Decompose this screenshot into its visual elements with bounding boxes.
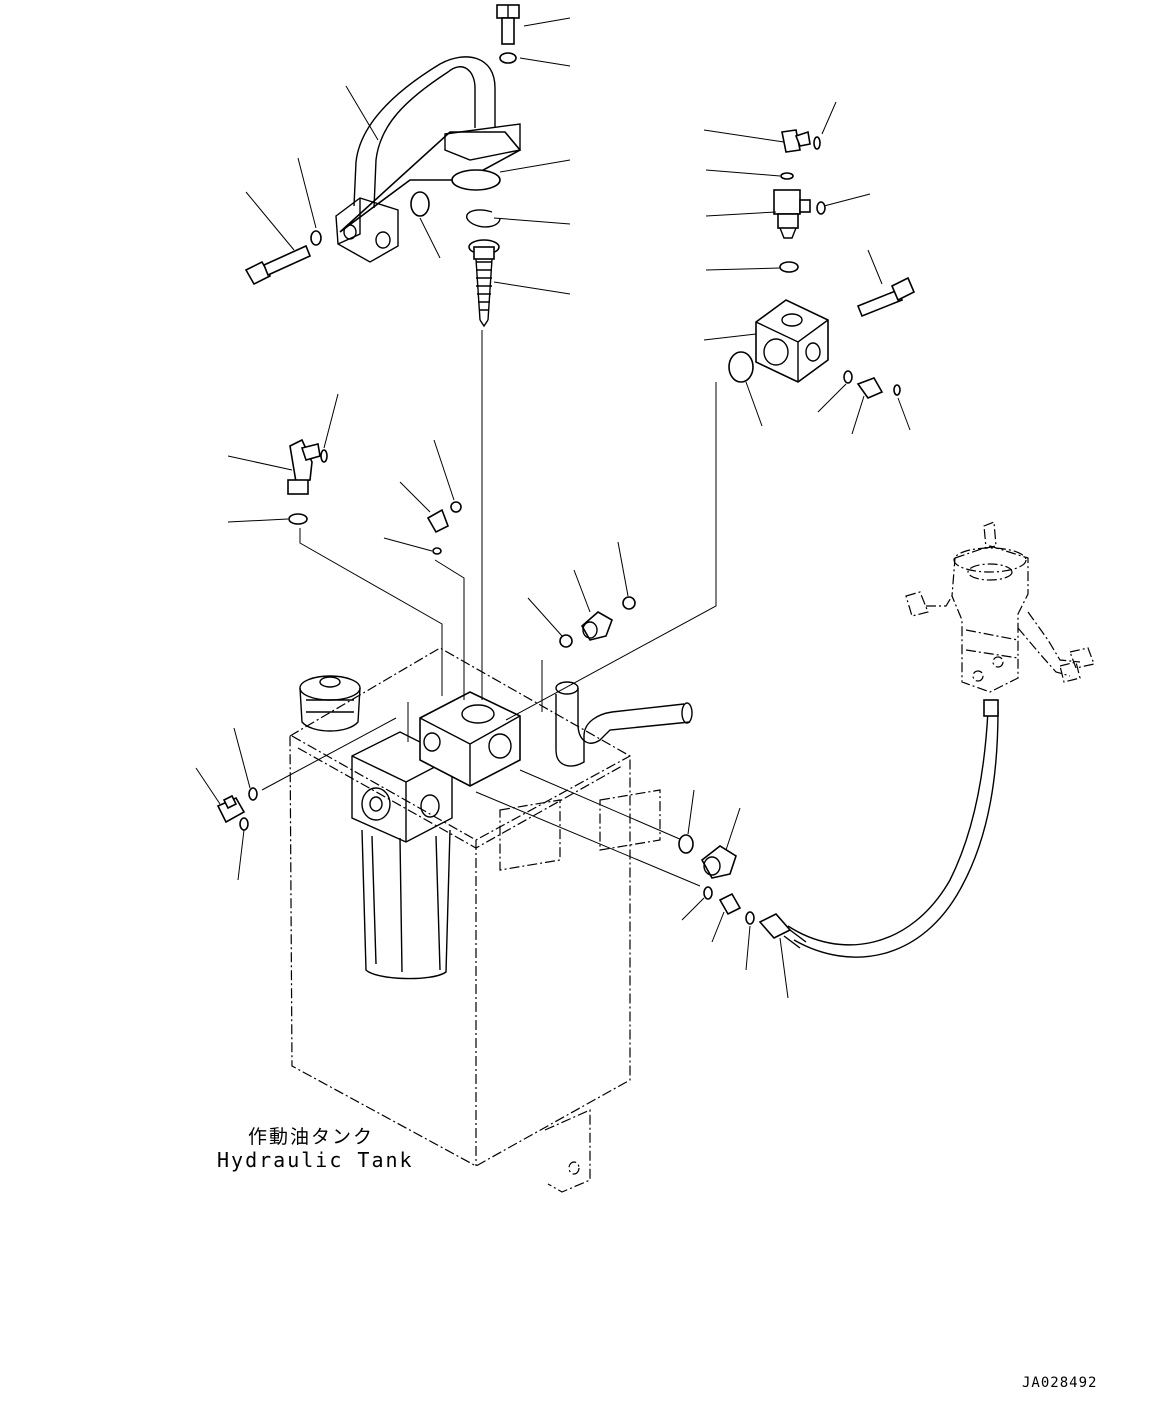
manifold-block	[419, 691, 521, 787]
small-o-ring-7	[320, 449, 328, 463]
callout-leader-lines	[195, 17, 911, 999]
small-o-ring-13	[248, 787, 258, 801]
small-o-ring-10	[432, 547, 442, 555]
top-bolt	[496, 4, 520, 45]
flange-o-ring	[451, 169, 501, 191]
return-filter	[361, 829, 451, 980]
strainer	[468, 239, 500, 328]
side-o-ring	[410, 191, 430, 217]
small-o-ring-5	[843, 370, 853, 384]
filler-cap	[299, 675, 361, 732]
small-o-ring-16	[703, 886, 713, 900]
adapter-fitting	[718, 892, 742, 916]
pressure-switch	[773, 189, 811, 239]
assembly-reference-lines	[261, 330, 717, 887]
connector-fitting	[700, 845, 737, 879]
plug-fitting	[580, 611, 613, 641]
component-label-english: Hydraulic Tank	[217, 1148, 414, 1172]
tee-fitting	[216, 794, 246, 824]
elbow-fitting-right	[856, 377, 884, 399]
small-o-ring-1	[813, 136, 821, 150]
elbow-fitting-mid	[426, 508, 450, 534]
pilot-valve	[905, 521, 1095, 693]
hydraulic-hose	[758, 699, 999, 958]
small-o-ring-14	[239, 817, 249, 831]
small-o-ring-12	[559, 634, 573, 648]
block-o-ring	[728, 351, 754, 383]
small-o-ring-6	[893, 384, 901, 396]
drawing-id: JA028492	[1022, 1375, 1098, 1391]
o-ring-15	[678, 834, 694, 854]
o-ring-8	[288, 513, 308, 525]
top-washer	[499, 52, 517, 64]
valve-block	[755, 299, 829, 383]
o-ring-4	[779, 261, 799, 273]
small-o-ring-17	[745, 911, 755, 925]
elbow-fitting-top	[781, 129, 811, 153]
small-o-ring-9	[450, 501, 462, 513]
small-o-ring-3	[816, 201, 826, 215]
long-elbow-fitting	[287, 438, 321, 495]
side-bolt	[244, 244, 312, 286]
small-o-ring-11	[622, 596, 636, 610]
snap-ring	[465, 209, 501, 228]
block-bolt	[856, 276, 916, 318]
elbow-pipe	[335, 56, 522, 263]
side-washer	[310, 230, 322, 246]
tank-breather-pipe	[555, 681, 693, 767]
component-label-japanese: 作動油タンク	[248, 1126, 375, 1148]
small-o-ring-2	[780, 172, 794, 180]
